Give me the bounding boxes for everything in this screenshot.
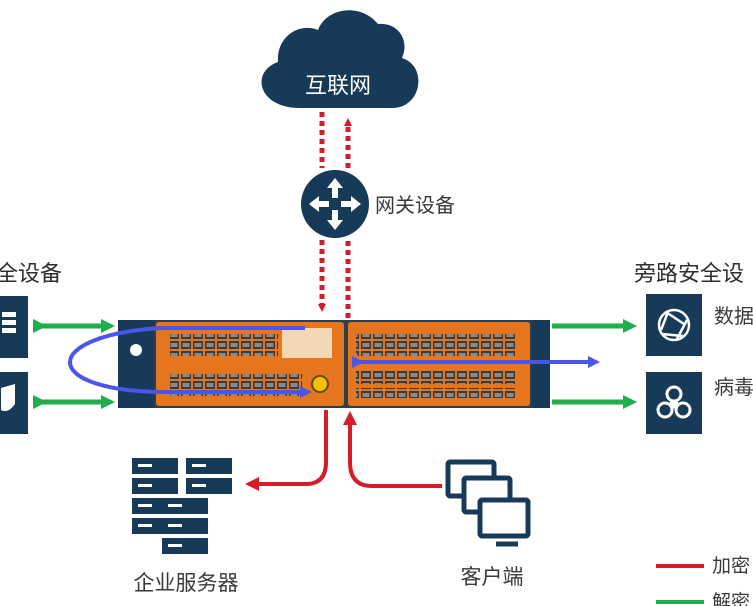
firewall-icon [2,312,16,333]
bypass-security-label: 旁路安全设 [634,262,744,287]
biohazard-icon [656,385,692,419]
clients: 客户端 [445,459,531,589]
legend-encrypted-label: 加密 [712,555,750,577]
link-appliance-to-servers [245,410,328,491]
encrypted-uplink [318,112,352,318]
inline-tool-firewall [0,296,28,358]
enterprise-servers-label: 企业服务器 [134,571,239,595]
encrypted-endpoint-links [245,410,442,491]
enterprise-servers: 企业服务器 [132,458,239,595]
cloud-icon [261,10,419,108]
decrypted-inline-links [33,319,115,409]
internet-label: 互联网 [305,74,371,99]
legend-decrypted-label: 解密 [712,591,750,606]
server-rack-icon [132,458,232,554]
gateway-label: 网关设备 [375,193,455,217]
decrypted-traffic-loops [68,326,600,398]
clients-label: 客户端 [461,565,524,589]
router-icon [301,170,369,238]
aperture-icon [657,308,691,342]
bypass-tool-antivirus: 病毒 [646,372,753,434]
gateway-device: 网关设备 [301,170,455,238]
shield-icon [1,384,15,412]
bypass-tool-data: 数据 [646,294,753,356]
decrypted-bypass-links [552,319,637,409]
link-clients-to-appliance [343,411,442,488]
bypass-tool-1-label: 数据 [714,304,753,328]
monitor-stack-icon [445,459,531,547]
inline-tool-shield [0,372,28,434]
inline-security-label: 全设备 [0,262,62,287]
bypass-tool-2-label: 病毒 [714,375,753,399]
legend: 加密 解密 [656,555,750,606]
internet-cloud: 互联网 [261,10,419,108]
